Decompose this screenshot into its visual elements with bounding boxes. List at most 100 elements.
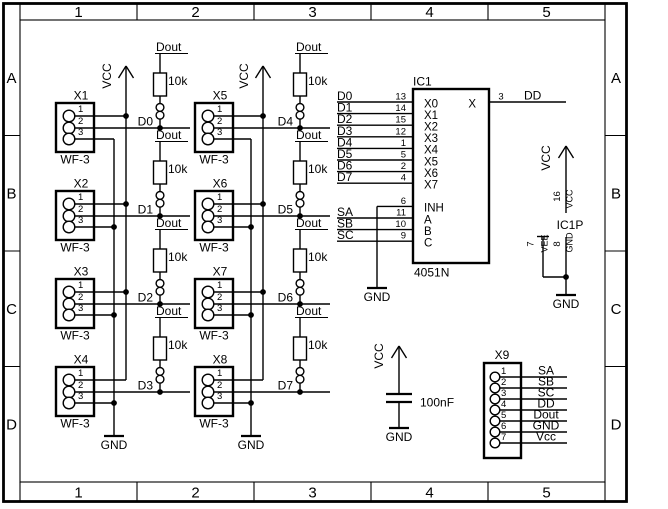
- connector-pin-circle: [489, 415, 501, 427]
- frame-row-label: C: [611, 301, 622, 318]
- connector-pin-circle: [201, 209, 215, 223]
- frame-row-label: C: [6, 301, 17, 318]
- net-label: DD: [524, 89, 542, 103]
- net-label: D4: [278, 115, 294, 129]
- frame-column-label: 5: [542, 485, 550, 502]
- pin-number: 9: [401, 231, 406, 242]
- vcc-arrow-icon: [565, 145, 575, 159]
- connector-ref: X1: [74, 89, 89, 103]
- junction-dot: [157, 389, 163, 395]
- connector-value: WF-3: [60, 417, 90, 431]
- pin-number: 2: [217, 116, 222, 127]
- junction-dot: [123, 113, 129, 119]
- net-label: D7: [278, 379, 294, 393]
- connector-ref: X6: [213, 177, 228, 191]
- net-label: D2: [138, 291, 154, 305]
- pin-number: 3: [217, 127, 222, 138]
- pin-number: 1: [78, 368, 83, 379]
- capacitor-value: 100nF: [420, 396, 454, 410]
- ic-pin-name: INH: [424, 203, 444, 215]
- connector-pin-circle: [489, 393, 501, 405]
- resistor-body: [152, 160, 168, 185]
- connector-ref: X3: [74, 265, 89, 279]
- pin-end-circle: [295, 190, 305, 201]
- net-label: D1: [138, 203, 154, 217]
- ic-pin-name: X1: [424, 110, 438, 122]
- connector-pin-circle: [201, 220, 215, 234]
- pin-number: 3: [78, 391, 83, 402]
- net-label: D6: [337, 159, 353, 173]
- connector-pin-circle: [201, 308, 215, 322]
- connector-ref: X2: [74, 177, 89, 191]
- junction-dot: [111, 400, 117, 406]
- pin-end-circle: [295, 102, 305, 113]
- connector-value: WF-3: [60, 329, 90, 343]
- resistor-body: [152, 336, 168, 361]
- connector-pin-circle: [489, 371, 501, 383]
- frame-column-label: 4: [425, 4, 433, 21]
- connector-value: WF-3: [199, 153, 229, 167]
- net-label: Vcc: [536, 430, 556, 444]
- junction-dot: [123, 201, 129, 207]
- junction-dot: [297, 301, 303, 307]
- pin-number: 4: [401, 173, 406, 184]
- resistor-body: [292, 72, 308, 97]
- resistor-body: [152, 248, 168, 273]
- ic1-body: [411, 87, 491, 265]
- pin-number: 6: [501, 421, 506, 432]
- gnd-label: GND: [364, 290, 391, 304]
- junction-dot: [260, 113, 266, 119]
- pin-number: 6: [401, 196, 406, 207]
- pin-number: 13: [395, 92, 406, 103]
- connector-pin-circle: [62, 209, 76, 223]
- connector-pin-circle: [489, 426, 501, 438]
- pin-end-circle: [155, 102, 165, 113]
- junction-dot: [260, 289, 266, 295]
- junction-dot: [260, 201, 266, 207]
- pin-end-circle: [295, 366, 305, 377]
- resistor-body: [292, 160, 308, 185]
- pin-end-circle: [295, 110, 305, 120]
- net-label: Dout: [533, 408, 559, 422]
- net-label: SC: [538, 386, 555, 400]
- resistor-value: 10k: [168, 250, 188, 264]
- pin-number: 2: [78, 380, 83, 391]
- connector-body: [54, 189, 96, 242]
- connector-pin-circle: [62, 297, 76, 311]
- junction-dot: [297, 389, 303, 395]
- frame-column-label: 5: [542, 4, 550, 21]
- net-label: D5: [337, 147, 353, 161]
- connector-pin-circle: [489, 437, 501, 449]
- ic-pin-name: X3: [424, 133, 438, 145]
- vcc-arrow-icon: [557, 145, 567, 159]
- pin-number: 1: [217, 280, 222, 291]
- connector-pin-circle: [62, 396, 76, 410]
- frame-row-label: D: [6, 417, 17, 434]
- net-label: D3: [337, 124, 353, 138]
- vcc-arrow-icon: [390, 345, 400, 359]
- vcc-arrow-icon: [254, 65, 264, 79]
- resistor-value: 10k: [168, 162, 188, 176]
- connector-pin-circle: [62, 197, 76, 211]
- junction-dot: [297, 125, 303, 131]
- connector-body: [193, 277, 235, 330]
- pin-number: 2: [401, 161, 406, 172]
- ic-pin-name: B: [424, 226, 432, 238]
- pin-end-circle: [295, 278, 305, 289]
- pin-number: 1: [78, 104, 83, 115]
- pin-number: 15: [395, 115, 406, 126]
- pin-number: 3: [217, 391, 222, 402]
- ic-pin-name: X7: [424, 180, 438, 192]
- net-label: D7: [337, 170, 353, 184]
- net-label: SA: [538, 364, 554, 378]
- connector-body: [54, 365, 96, 418]
- frame-row-label: B: [611, 186, 621, 203]
- pin-number: 7: [526, 241, 537, 246]
- connector-ref: X7: [213, 265, 228, 279]
- net-label-dout: Dout: [156, 40, 182, 54]
- pin-number: 2: [217, 204, 222, 215]
- pin-number: 1: [217, 192, 222, 203]
- pin-number: 2: [78, 116, 83, 127]
- junction-dot: [111, 224, 117, 230]
